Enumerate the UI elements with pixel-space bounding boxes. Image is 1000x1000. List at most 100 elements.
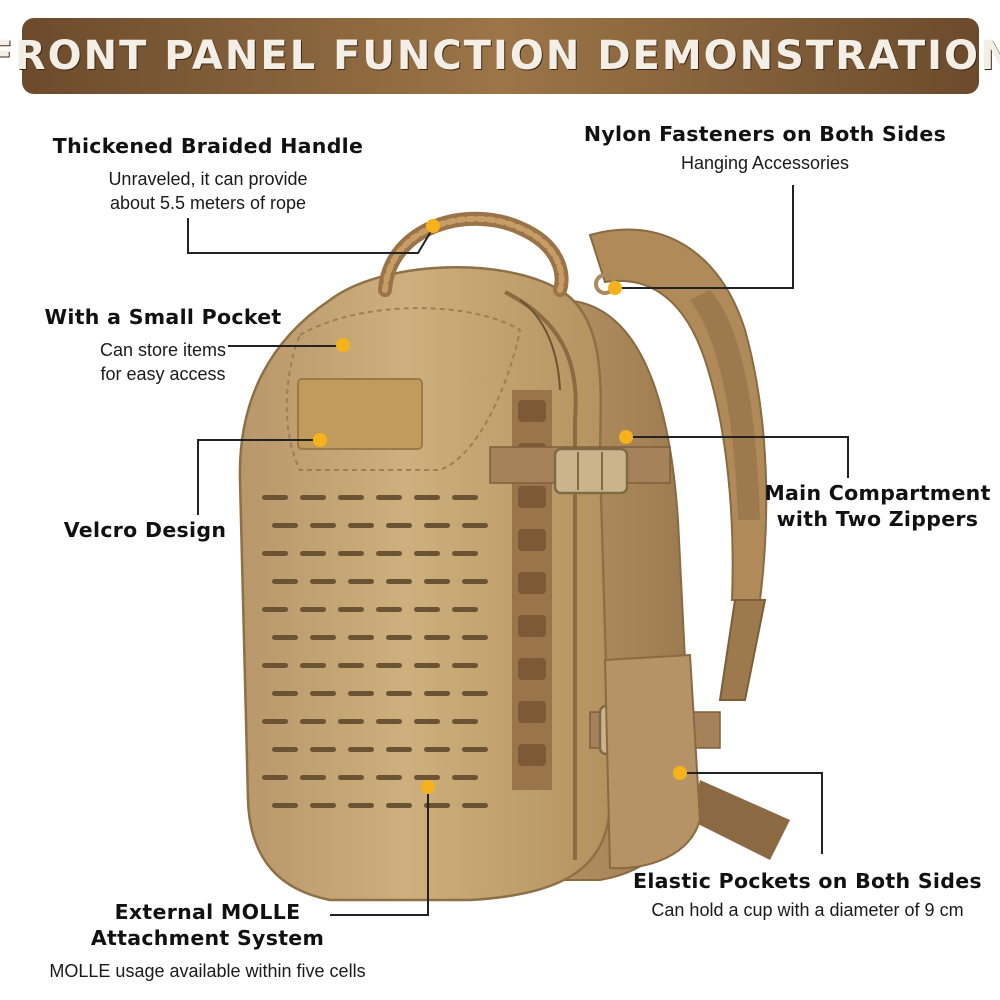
molle-slot: [300, 607, 326, 612]
molle-slot: [414, 775, 440, 780]
elastic-marker: [673, 766, 687, 780]
molle-slot: [386, 579, 412, 584]
molle-slot: [300, 663, 326, 668]
molle-slot: [338, 551, 364, 556]
pocket-title: With a Small Pocket: [44, 305, 282, 329]
pocket-marker: [336, 338, 350, 352]
molle-slot: [262, 775, 288, 780]
molle-slot: [386, 747, 412, 752]
lower-strap: [718, 599, 767, 701]
molle-slot: [338, 495, 364, 500]
molle-slot: [338, 607, 364, 612]
elastic-side-pocket: [603, 653, 702, 870]
molle-slot: [462, 691, 488, 696]
molle-slot: [262, 719, 288, 724]
molle-slot: [348, 803, 374, 808]
molle-slot: [262, 607, 288, 612]
molle-slot: [262, 663, 288, 668]
main-compartment-leader: [626, 436, 849, 478]
molle-slot: [262, 551, 288, 556]
handle-title: Thickened Braided Handle: [52, 134, 364, 158]
side-webbing-loop: [518, 400, 546, 422]
side-webbing-loop: [518, 529, 546, 551]
molle-callout: External MOLLE Attachment System MOLLE u…: [20, 899, 395, 983]
molle-title-1: External MOLLE: [114, 900, 301, 924]
molle-slot: [310, 523, 336, 528]
velcro-marker: [313, 433, 327, 447]
side-webbing-loop: [518, 701, 546, 723]
main-compartment-line-2: with Two Zippers: [776, 507, 979, 531]
molle-slot: [386, 635, 412, 640]
molle-slot: [376, 607, 402, 612]
molle-leader: [330, 788, 429, 916]
molle-slot: [272, 803, 298, 808]
fasteners-callout: Nylon Fasteners on Both Sides Hanging Ac…: [560, 121, 970, 175]
molle-slot: [376, 719, 402, 724]
molle-slot: [310, 747, 336, 752]
molle-slot: [300, 495, 326, 500]
molle-slot: [348, 523, 374, 528]
molle-slot: [300, 775, 326, 780]
molle-slot: [262, 495, 288, 500]
molle-slot: [272, 579, 298, 584]
shoulder-strap-padding: [690, 290, 760, 520]
molle-slot: [452, 775, 478, 780]
lower-strap-tail: [690, 780, 790, 860]
molle-slot: [462, 523, 488, 528]
side-webbing-loop: [518, 572, 546, 594]
molle-slot: [424, 579, 450, 584]
molle-slots: [262, 495, 488, 808]
main-compartment-line-1: Main Compartment: [764, 481, 991, 505]
pocket-desc-1: Can store items: [99, 340, 227, 360]
molle-slot: [452, 551, 478, 556]
handle-marker: [426, 219, 440, 233]
molle-slot: [424, 635, 450, 640]
molle-slot: [424, 747, 450, 752]
molle-slot: [452, 607, 478, 612]
molle-slot: [272, 635, 298, 640]
molle-slot: [462, 579, 488, 584]
handle-desc-2: about 5.5 meters of rope: [109, 193, 307, 213]
molle-slot: [386, 691, 412, 696]
molle-slot: [452, 719, 478, 724]
molle-slot: [424, 523, 450, 528]
fastener-marker: [608, 281, 622, 295]
pocket-desc-2: for easy access: [100, 364, 226, 384]
molle-slot: [386, 523, 412, 528]
velcro-leader: [197, 439, 320, 515]
velcro-callout: Velcro Design: [45, 517, 245, 543]
molle-slot: [310, 691, 336, 696]
pocket-callout: With a Small Pocket Can store items for …: [18, 304, 308, 386]
molle-slot: [414, 495, 440, 500]
molle-slot: [338, 719, 364, 724]
molle-title-2: Attachment System: [90, 926, 325, 950]
side-webbing-loop: [518, 658, 546, 680]
molle-slot: [348, 691, 374, 696]
elastic-title: Elastic Pockets on Both Sides: [633, 869, 982, 893]
fasteners-desc: Hanging Accessories: [680, 153, 850, 173]
molle-slot: [414, 719, 440, 724]
main-compartment-callout: Main Compartment with Two Zippers: [760, 480, 995, 532]
elastic-callout: Elastic Pockets on Both Sides Can hold a…: [615, 868, 1000, 922]
molle-slot: [376, 551, 402, 556]
molle-slot: [310, 635, 336, 640]
molle-slot: [462, 803, 488, 808]
banner-title: FRONT PANEL FUNCTION DEMONSTRATION: [0, 33, 1000, 79]
fastener-leader: [615, 185, 794, 289]
molle-slot: [452, 495, 478, 500]
handle-callout: Thickened Braided Handle Unraveled, it c…: [28, 133, 388, 215]
molle-slot: [376, 775, 402, 780]
molle-slot: [272, 691, 298, 696]
molle-slot: [414, 607, 440, 612]
molle-slot: [338, 663, 364, 668]
molle-marker: [421, 780, 435, 794]
upper-buckle: [553, 447, 629, 495]
zipper-secondary: [519, 299, 561, 391]
main-compartment-marker: [619, 430, 633, 444]
handle-leader: [187, 218, 434, 254]
molle-slot: [376, 663, 402, 668]
molle-slot: [310, 579, 336, 584]
molle-slot: [424, 803, 450, 808]
molle-slot: [424, 691, 450, 696]
